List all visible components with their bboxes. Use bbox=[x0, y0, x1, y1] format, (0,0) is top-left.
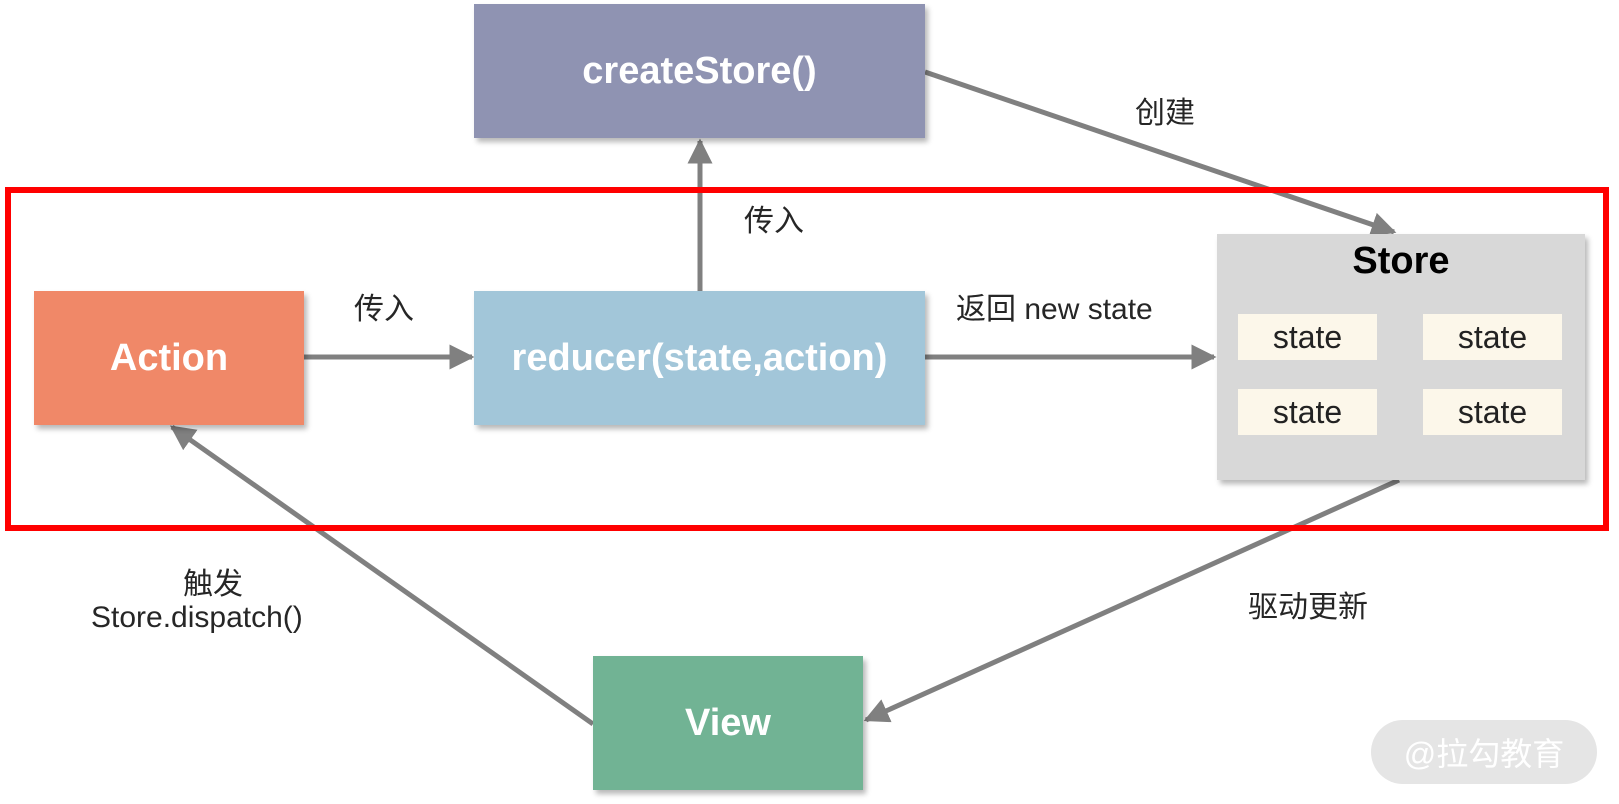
label-create-to-store: 创建 bbox=[1135, 97, 1195, 130]
action-label: Action bbox=[109, 336, 229, 379]
label-reducer-to-create-store: 传入 bbox=[744, 205, 804, 238]
reducer-label: reducer(state,action) bbox=[511, 336, 888, 379]
create-store-box: createStore() bbox=[474, 4, 925, 138]
create-store-label: createStore() bbox=[582, 49, 817, 92]
action-box: Action bbox=[34, 291, 304, 425]
reducer-box: reducer(state,action) bbox=[474, 291, 925, 425]
label-action-to-reducer: 传入 bbox=[354, 293, 414, 326]
watermark-text: @拉勾教育 bbox=[1403, 736, 1565, 772]
state-cell: state bbox=[1423, 314, 1562, 360]
highlight-frame bbox=[5, 187, 1609, 531]
store-title: Store bbox=[1352, 240, 1450, 282]
view-label: View bbox=[685, 701, 771, 744]
arrow-view-to-action bbox=[169, 424, 595, 727]
watermark: @拉勾教育 bbox=[1371, 720, 1597, 784]
arrow-store-to-view bbox=[863, 477, 1401, 723]
state-cell: state bbox=[1423, 389, 1562, 435]
arrow-create-store-to-store bbox=[924, 69, 1397, 237]
view-box: View bbox=[593, 656, 863, 790]
state-cell: state bbox=[1238, 314, 1377, 360]
label-view-to-action-line2: Store.dispatch() bbox=[91, 601, 303, 634]
label-reducer-to-store: 返回 new state bbox=[956, 293, 1153, 326]
state-cell: state bbox=[1238, 389, 1377, 435]
label-store-to-view: 驱动更新 bbox=[1248, 591, 1368, 624]
label-view-to-action-line1: 触发 bbox=[183, 568, 243, 601]
store-box: Store state state state state bbox=[1217, 234, 1585, 480]
